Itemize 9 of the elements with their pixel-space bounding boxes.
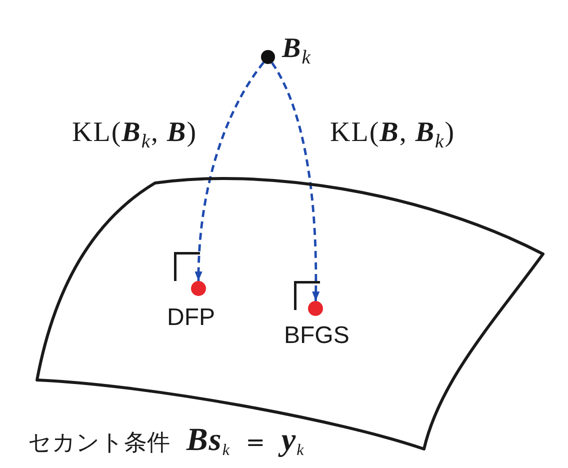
point-marker: [308, 301, 323, 316]
condition-caption: セカント条件 Bs$_{k}$ = y$_{k}$: [28, 420, 304, 460]
point-label: BFGS: [284, 322, 350, 350]
dashed-arrow: [271, 62, 320, 302]
point-label: DFP: [167, 304, 215, 332]
dashed-arrow: [194, 62, 265, 281]
matrix-label: B$_{k}$: [282, 33, 312, 66]
point-marker: [191, 281, 206, 296]
point-marker: [261, 50, 275, 64]
